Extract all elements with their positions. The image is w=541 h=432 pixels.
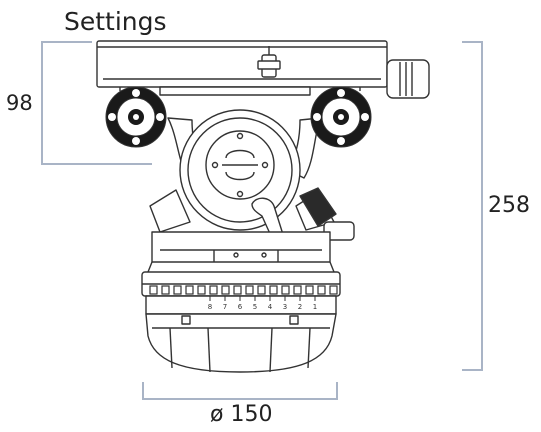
drag-ring-ridges xyxy=(149,285,338,295)
ring-ridge xyxy=(269,285,278,295)
dimension-bracket-plate-height xyxy=(41,41,152,165)
dimension-lines xyxy=(41,41,483,400)
scale-number: 7 xyxy=(223,303,227,311)
dimension-bracket-diameter xyxy=(142,382,338,400)
right-rosette xyxy=(310,86,372,148)
scale-number: 3 xyxy=(283,303,287,311)
ring-ridge xyxy=(221,285,230,295)
scale-number: 6 xyxy=(238,303,243,311)
ring-ridge xyxy=(173,285,182,295)
scale-number: 2 xyxy=(298,303,302,311)
ring-ridge xyxy=(317,285,326,295)
ring-ridge xyxy=(257,285,266,295)
ring-ridge xyxy=(281,285,290,295)
page-title: Settings xyxy=(64,7,167,36)
dimension-label-plate-height: 98 xyxy=(6,91,33,115)
scale-number: 5 xyxy=(253,303,257,311)
left-rosette xyxy=(105,86,167,148)
ring-ridge xyxy=(185,285,194,295)
quick-release-lever xyxy=(386,59,430,99)
dimension-label-total-height: 258 xyxy=(488,193,530,218)
ring-ridge xyxy=(305,285,314,295)
scale-marks: 8 7 6 5 4 3 2 1 xyxy=(208,296,317,311)
ring-ridge xyxy=(209,285,218,295)
ring-ridge xyxy=(245,285,254,295)
base-body xyxy=(151,231,331,263)
ring-ridge xyxy=(329,285,338,295)
camera-plate xyxy=(96,40,388,88)
scale-number: 4 xyxy=(268,303,273,311)
ring-ridge xyxy=(161,285,170,295)
ring-ridge xyxy=(149,285,158,295)
scale-number: 1 xyxy=(313,303,317,311)
dimension-label-diameter: ø 150 xyxy=(210,402,273,427)
scale-number: 8 xyxy=(208,303,212,311)
ring-ridge xyxy=(197,285,206,295)
ring-ridge xyxy=(233,285,242,295)
bowl-base xyxy=(145,313,337,373)
ring-ridge xyxy=(293,285,302,295)
counterbalance-knob xyxy=(299,187,337,227)
dimension-bracket-total-height xyxy=(462,41,483,371)
